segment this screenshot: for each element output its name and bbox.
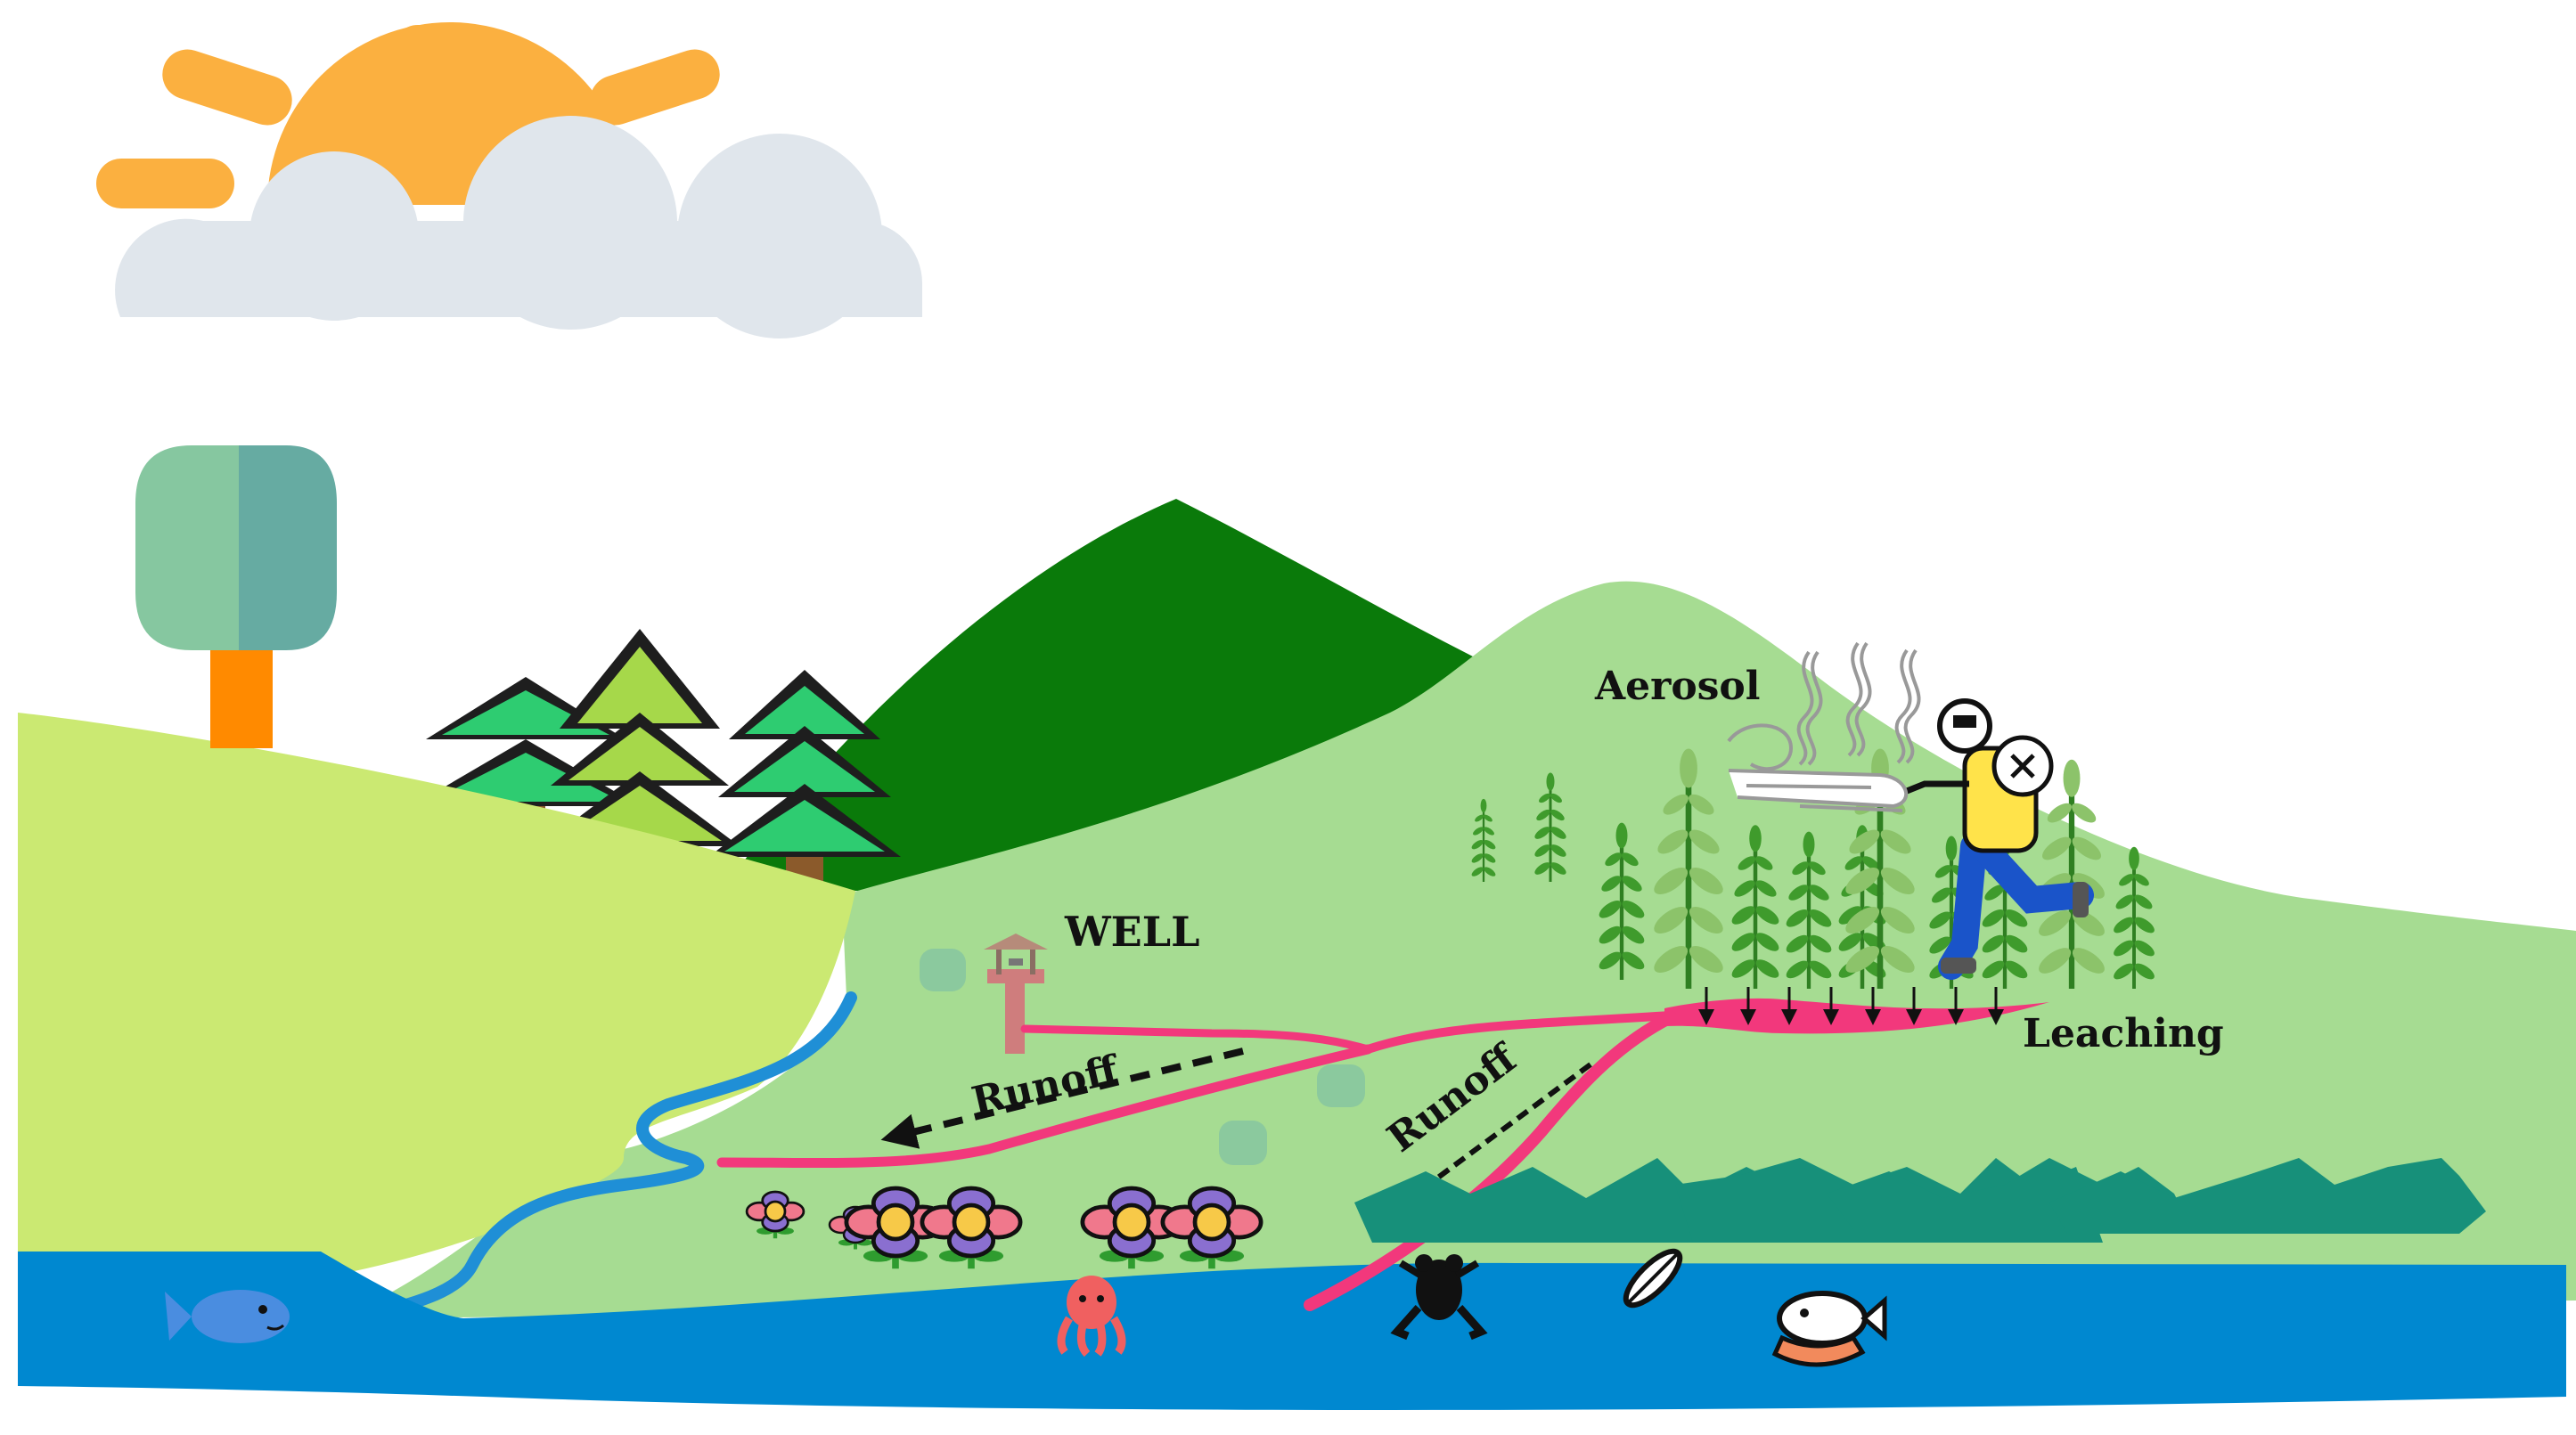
rock <box>1219 1121 1267 1165</box>
farmer-sprayer-icon <box>1901 698 2094 980</box>
rock <box>1317 1064 1365 1107</box>
leaf-insect-icon <box>1623 1248 1683 1309</box>
well-label: WELL <box>1064 908 1199 956</box>
frog-icon <box>1390 1254 1488 1341</box>
leaching-arrows <box>1698 987 2004 1025</box>
water-body <box>18 1252 2566 1410</box>
well-icon <box>984 934 1048 1054</box>
pesticide-flow <box>1664 998 2049 1034</box>
stream <box>315 991 857 1333</box>
fish-icon <box>165 1290 290 1343</box>
aerosol-label: Aerosol <box>1594 664 1761 709</box>
octopus-icon <box>1057 1276 1126 1358</box>
cloud-icon <box>115 116 922 338</box>
runoff-arrow-left <box>880 1048 1244 1149</box>
fish-bowl-icon <box>1771 1291 1887 1367</box>
grass-icon <box>1354 1158 2486 1243</box>
rock <box>920 949 966 991</box>
pesticide-streams <box>716 1011 1677 1311</box>
vapor-icon <box>1796 641 1921 766</box>
tree-icon <box>135 445 337 748</box>
wind-icon <box>1727 723 1909 812</box>
leaching-label: Leaching <box>2023 1011 2224 1056</box>
left-hill <box>18 713 855 1300</box>
